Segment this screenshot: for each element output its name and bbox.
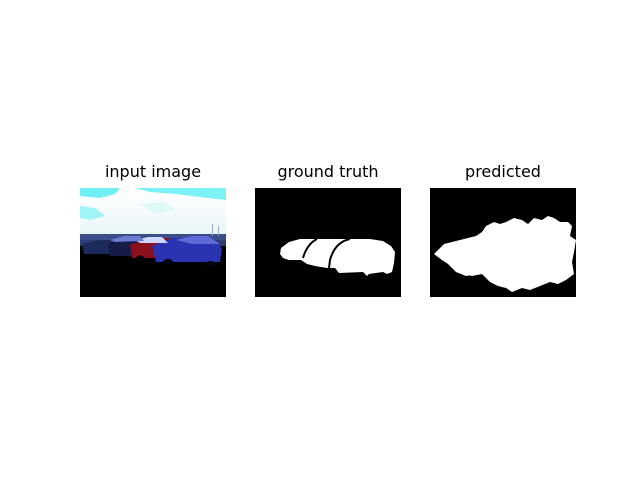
input-image xyxy=(80,188,226,297)
predicted-panel xyxy=(430,188,576,297)
input-image-title: input image xyxy=(104,162,202,181)
predicted-title: predicted xyxy=(465,162,541,181)
ground-truth-panel xyxy=(255,188,401,297)
predicted-mask xyxy=(430,188,576,297)
input-image-panel xyxy=(80,188,226,297)
ground-truth-title: ground truth xyxy=(277,162,379,181)
ground-truth-mask xyxy=(255,188,401,297)
